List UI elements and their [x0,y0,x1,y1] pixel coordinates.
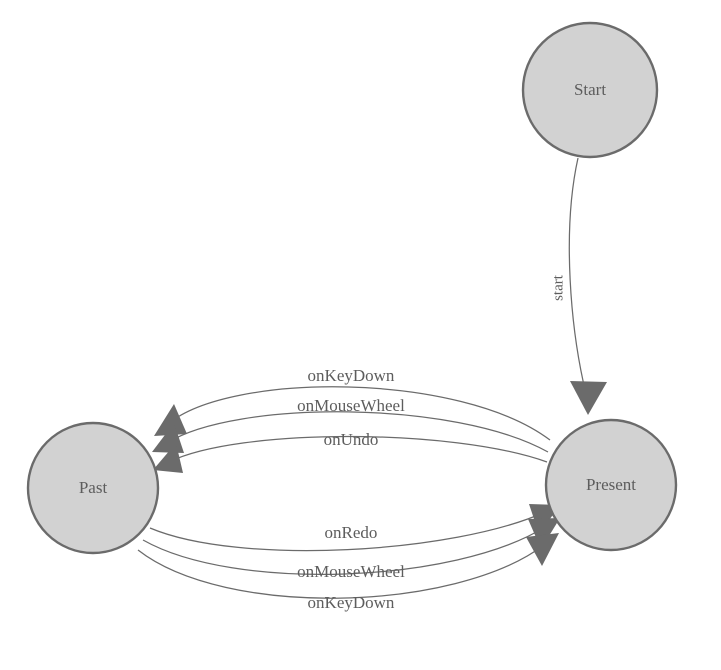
node-start-label: Start [574,80,606,99]
node-past-label: Past [79,478,108,497]
node-group: Start Past Present [26,21,678,555]
node-past[interactable]: Past [26,421,160,555]
edge-label-undo: onUndo [324,430,379,449]
edge-start-to-present[interactable] [568,157,588,399]
node-present[interactable]: Present [544,418,678,552]
edge-past-to-present-redo[interactable] [149,511,546,552]
edge-group [137,157,607,599]
node-past-shape[interactable] [26,421,160,555]
edge-label-keydown-redo: onKeyDown [308,593,395,612]
node-start-shape[interactable] [521,21,659,159]
node-present-shape[interactable] [544,418,678,552]
edge-label-wheel-undo: onMouseWheel [297,396,405,415]
node-start[interactable]: Start [521,21,659,159]
arrowhead-past-to-present-keydown [526,533,559,566]
edge-present-to-past-undo[interactable] [168,435,548,463]
node-present-label: Present [586,475,636,494]
edge-past-to-present-wheel[interactable] [142,526,546,575]
edge-present-to-past-keydown[interactable] [167,386,551,441]
arrowhead-present-to-past-keydown [154,404,187,436]
edge-label-start: start [550,274,566,301]
edge-label-redo: onRedo [325,523,378,542]
edge-past-to-present-keydown[interactable] [137,544,545,599]
edge-label-wheel-redo: onMouseWheel [297,562,405,581]
arrowhead-past-to-present-wheel [528,518,560,549]
arrowhead-present-to-past-undo [153,443,183,473]
arrowhead-start-to-present [570,381,607,415]
edge-label-group: start onKeyDown onMouseWheel onUndo onRe… [297,274,566,612]
edge-present-to-past-wheel[interactable] [166,411,549,453]
edge-label-keydown-undo: onKeyDown [308,366,395,385]
